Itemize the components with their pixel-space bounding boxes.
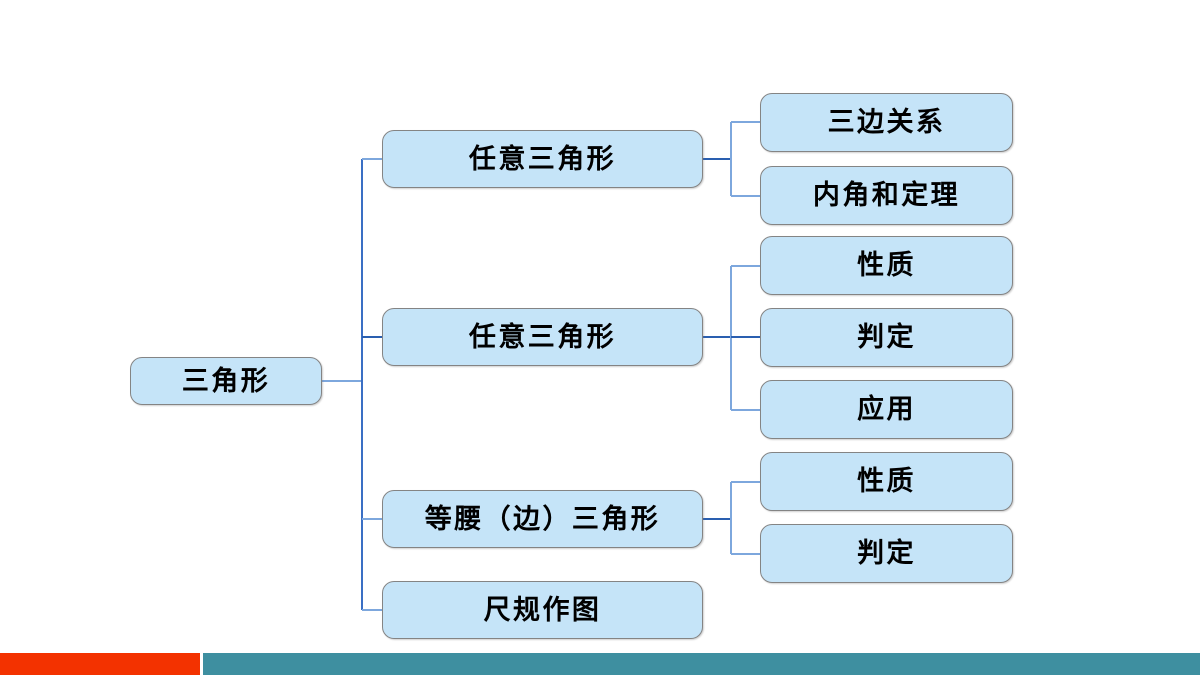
- node-three-side-relation[interactable]: 三边关系: [760, 93, 1013, 152]
- node-ruler-compass-construction-label: 尺规作图: [483, 594, 602, 625]
- node-three-side-relation-label: 三边关系: [827, 107, 946, 137]
- footer-bar-red-segment: [0, 653, 200, 675]
- node-property-any-triangle-label: 性质: [857, 250, 916, 280]
- node-judgement-isosceles-label: 判定: [857, 538, 916, 568]
- node-application-label: 应用: [857, 394, 916, 424]
- node-any-triangle-1-label: 任意三角形: [468, 143, 617, 174]
- node-isosceles-triangle[interactable]: 等腰（边）三角形: [382, 490, 703, 548]
- node-property-isosceles-label: 性质: [857, 466, 916, 496]
- node-any-triangle-2[interactable]: 任意三角形: [382, 308, 703, 366]
- node-any-triangle-1[interactable]: 任意三角形: [382, 130, 703, 188]
- node-ruler-compass-construction[interactable]: 尺规作图: [382, 581, 703, 639]
- node-judgement-isosceles[interactable]: 判定: [760, 524, 1013, 583]
- footer-bar-teal-segment: [203, 653, 1200, 675]
- node-property-any-triangle[interactable]: 性质: [760, 236, 1013, 295]
- node-interior-angle-sum[interactable]: 内角和定理: [760, 166, 1013, 225]
- node-judgement-any-triangle-label: 判定: [857, 322, 916, 352]
- node-isosceles-triangle-label: 等腰（边）三角形: [424, 503, 661, 534]
- node-interior-angle-sum-label: 内角和定理: [812, 180, 961, 210]
- node-root-label: 三角形: [181, 365, 271, 396]
- node-judgement-any-triangle[interactable]: 判定: [760, 308, 1013, 367]
- node-property-isosceles[interactable]: 性质: [760, 452, 1013, 511]
- node-application[interactable]: 应用: [760, 380, 1013, 439]
- node-any-triangle-2-label: 任意三角形: [468, 321, 617, 352]
- footer-accent-bar: [0, 653, 1200, 675]
- node-root-triangle[interactable]: 三角形: [130, 357, 322, 405]
